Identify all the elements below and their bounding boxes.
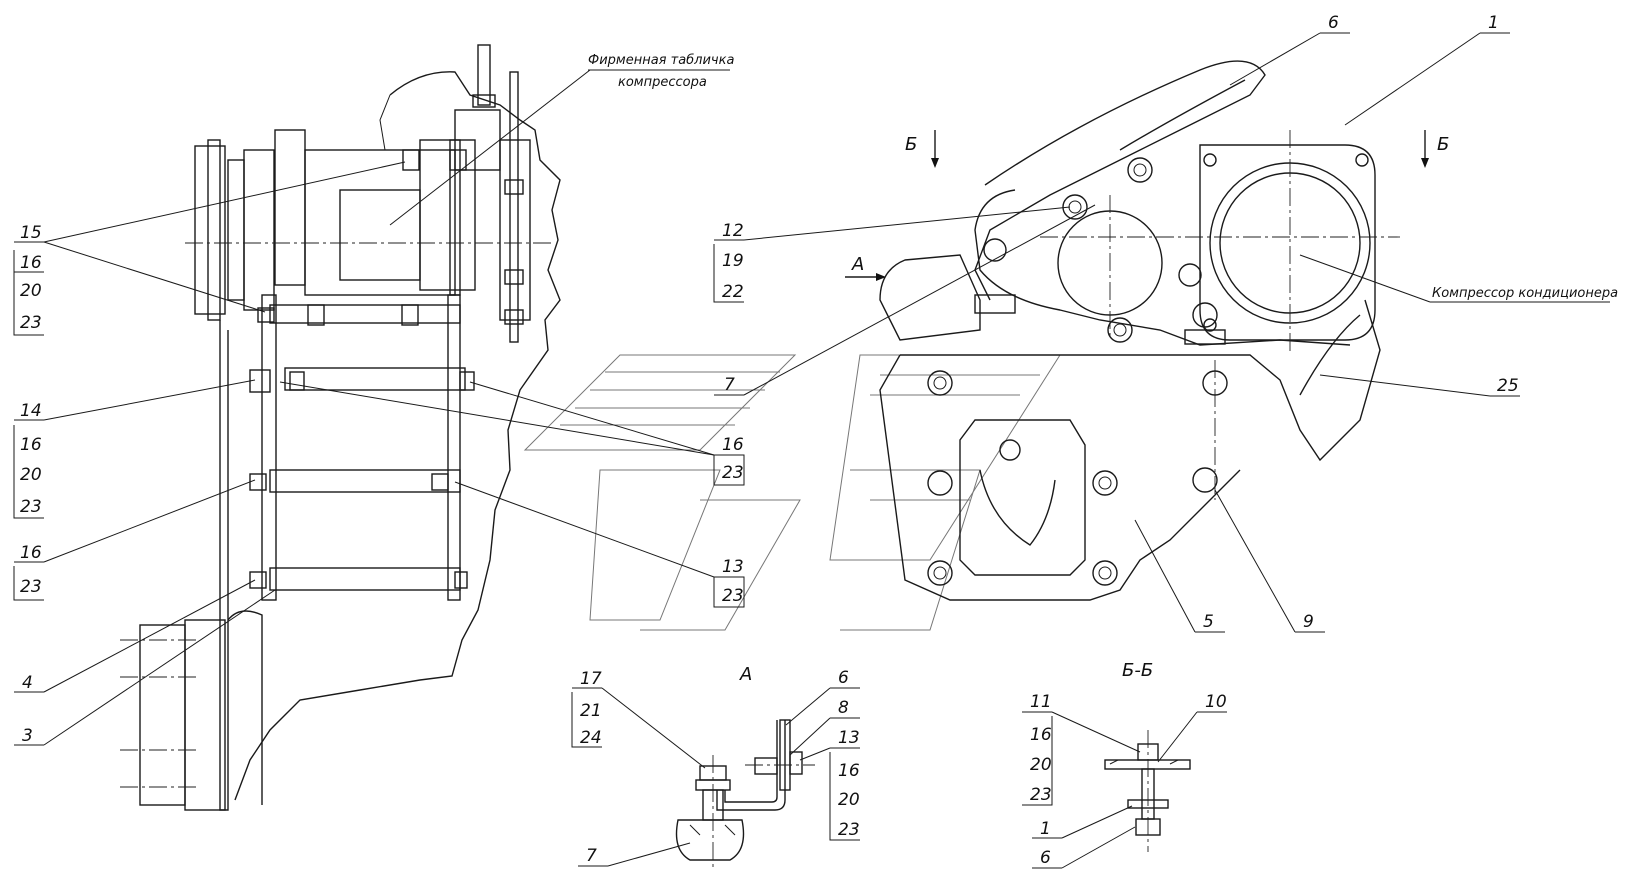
callout-3: 3: [14, 589, 276, 746]
callout-4: 4: [14, 579, 256, 693]
callout-label: 10: [1205, 692, 1227, 712]
callout-17-stack: 17 21 24: [571, 669, 706, 769]
callout-label: 7: [724, 375, 735, 395]
callout-label: 13: [838, 728, 860, 748]
callout-label: 19: [722, 251, 744, 271]
callout-6-top: 6: [1229, 13, 1350, 86]
callout-label: 14: [20, 401, 42, 421]
callout-label: 15: [20, 223, 42, 243]
arrow-a-label: А: [851, 254, 864, 275]
section-mark-right: Б: [1437, 134, 1449, 155]
callout-13-23-mid: 13 23: [454, 481, 745, 608]
callout-6-bb: 6: [1032, 826, 1136, 869]
callout-13-stack-a: 13 16 20 23: [799, 728, 860, 841]
callout-label: 23: [1030, 785, 1052, 805]
callout-label: 25: [1497, 376, 1519, 396]
callout-label: 4: [22, 673, 33, 693]
callout-1-bb: 1: [1032, 805, 1133, 839]
callout-12-stack: 12 19 22: [713, 206, 1071, 303]
callout-label: 23: [838, 820, 860, 840]
front-view: [879, 60, 1400, 601]
callout-11-stack: 11 16 20 23: [1022, 692, 1141, 806]
callout-label: 21: [580, 701, 602, 721]
callout-label: 23: [20, 313, 42, 333]
compressor-note-text: Компрессор кондиционера: [1432, 286, 1618, 301]
callout-label: 1: [1488, 13, 1499, 33]
front-bolts: [927, 153, 1369, 586]
callout-10-bb: 10: [1157, 692, 1227, 763]
callout-15-stack: 15 16 20 23: [13, 161, 406, 336]
section-bb-detail: Б-Б: [1104, 660, 1191, 852]
callout-7-a: 7: [578, 842, 691, 867]
callout-label: 20: [1030, 755, 1052, 775]
callout-label: 12: [722, 221, 744, 241]
callout-label: 11: [1030, 692, 1052, 712]
callout-label: 23: [20, 497, 42, 517]
callout-label: 23: [722, 586, 744, 606]
callout-1-top: 1: [1344, 13, 1510, 126]
callout-label: 13: [722, 557, 744, 577]
callout-25: 25: [1319, 374, 1520, 397]
callout-label: 16: [20, 435, 42, 455]
view-a-detail: А: [675, 664, 815, 868]
callout-9: 9: [1214, 489, 1325, 633]
callout-label: 16: [20, 253, 42, 273]
callout-label: 22: [722, 282, 744, 302]
callout-7: 7: [714, 204, 1096, 396]
watermark-logo: [523, 354, 1061, 631]
callout-8-a: 8: [789, 698, 860, 756]
callout-6-a: 6: [785, 668, 860, 726]
compressor-note: Компрессор кондиционера: [1299, 254, 1618, 303]
callout-14-stack: 14 16 20 23: [13, 379, 256, 519]
callout-5: 5: [1134, 519, 1225, 633]
callout-16-23-mid: 16 23: [279, 381, 745, 486]
callout-label: 6: [838, 668, 849, 688]
callout-label: 24: [580, 728, 602, 748]
callout-label: 20: [838, 790, 860, 810]
callout-label: 20: [20, 281, 42, 301]
callout-label: 6: [1328, 13, 1339, 33]
callout-16-23-left: 16 23: [13, 479, 256, 601]
callout-label: 20: [20, 465, 42, 485]
callout-label: 8: [838, 698, 849, 718]
nameplate-note-line1: Фирменная табличка: [588, 53, 734, 68]
callout-label: 16: [1030, 725, 1052, 745]
section-mark-left: Б: [905, 134, 917, 155]
nameplate: [339, 189, 421, 281]
section-marks: Б Б А: [845, 130, 1449, 281]
nameplate-note-line2: компрессора: [618, 75, 707, 90]
callout-label: 23: [20, 577, 42, 597]
section-bb-title: Б-Б: [1122, 660, 1153, 681]
callout-label: 7: [586, 846, 597, 866]
callout-label: 5: [1203, 612, 1214, 632]
callout-label: 9: [1303, 612, 1314, 632]
callout-label: 23: [722, 463, 744, 483]
bracket-bars: [261, 139, 466, 601]
callout-label: 16: [20, 543, 42, 563]
callout-label: 6: [1040, 848, 1051, 868]
callout-label: 17: [580, 669, 602, 689]
view-a-title: А: [739, 664, 752, 685]
bolt-heads: [249, 149, 524, 589]
left-side-view: [120, 44, 561, 811]
callout-label: 1: [1040, 819, 1051, 839]
nameplate-note: Фирменная табличка компрессора: [389, 53, 734, 226]
callout-label: 3: [22, 726, 33, 746]
callout-label: 16: [722, 435, 744, 455]
callout-label: 16: [838, 761, 860, 781]
